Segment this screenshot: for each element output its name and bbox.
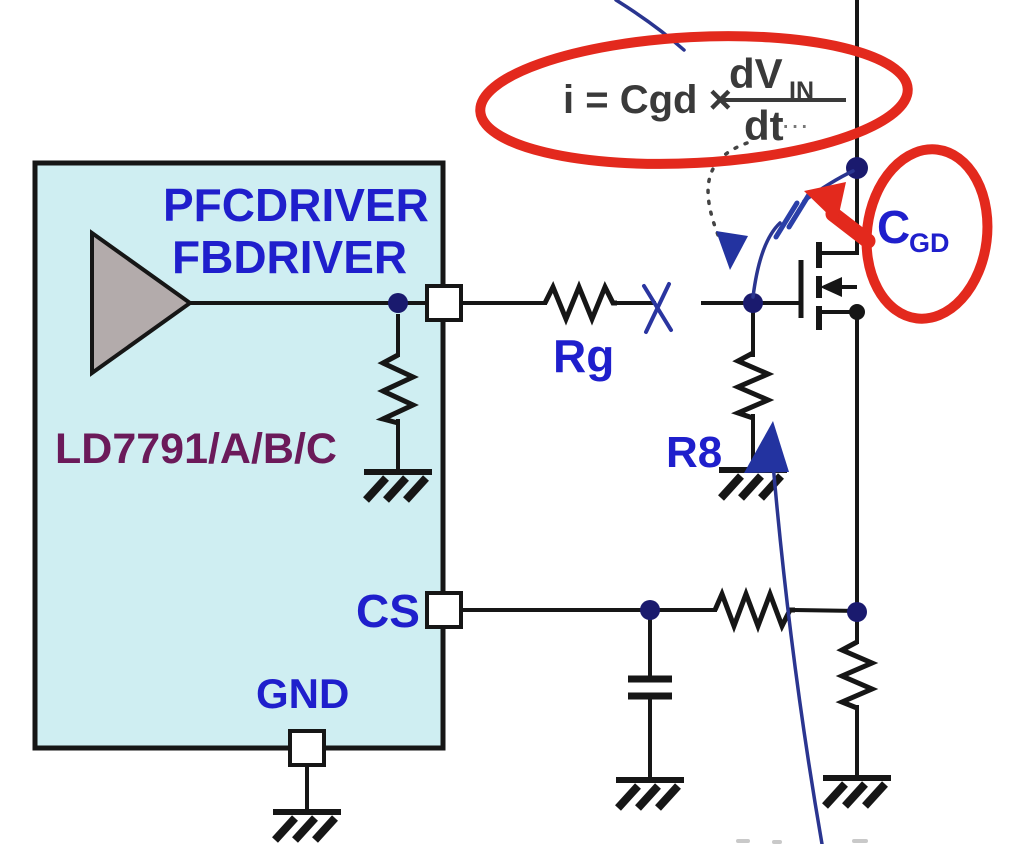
- ic-part-number: LD7791/A/B/C: [55, 425, 337, 473]
- red-arrowhead-icon: [804, 182, 846, 223]
- resistor-r8: [731, 350, 775, 421]
- mosfet-body-arrow: [820, 277, 842, 297]
- formula-highlight-ellipse: [475, 31, 913, 169]
- trace-cut-x-mark: [642, 282, 673, 334]
- cs-filter-resistor: [712, 586, 795, 634]
- cropped-text-smudge: [736, 839, 868, 844]
- down-arrowhead-icon: [716, 231, 748, 270]
- r8-pointer-line: [770, 450, 824, 844]
- cgd-capacitor-plate: [773, 200, 800, 240]
- drain-node-dot: [846, 157, 868, 179]
- cgd-capacitor-plate: [786, 190, 813, 230]
- cs-pin-label: CS: [356, 585, 420, 637]
- formula: i = Cgd × dV IN dt ···: [563, 50, 846, 149]
- cs-filter-capacitor: [628, 675, 672, 700]
- pfcdriver-label: PFCDRIVER: [163, 179, 429, 231]
- ground-icon: [272, 809, 341, 843]
- cgd-arc: [751, 221, 782, 299]
- gate-resistor-rg: [542, 280, 617, 326]
- ground-icon: [615, 777, 684, 811]
- resistors: [375, 280, 879, 711]
- up-arrowhead-icon: [744, 421, 789, 473]
- formula-denominator: dt: [744, 102, 784, 149]
- sense-node-dot: [847, 602, 867, 622]
- red-arrow-shaft: [825, 206, 876, 249]
- wires: [188, 0, 860, 811]
- red-annotations: [475, 31, 993, 324]
- blue-annotations: [614, 0, 855, 844]
- node-dot: [388, 293, 408, 313]
- top-pointer-line: [614, 0, 686, 52]
- gate-node-dot: [743, 293, 763, 313]
- cs-node-dot: [640, 600, 660, 620]
- ic-block: [32, 160, 446, 751]
- cs-filter-wire: [792, 607, 860, 614]
- ground-symbols: [272, 467, 891, 843]
- cgd-label: C: [877, 201, 910, 253]
- rg-label: Rg: [553, 330, 614, 382]
- dotted-current-path: [706, 141, 749, 242]
- r8-label: R8: [666, 428, 722, 477]
- cs-pin: [425, 591, 463, 629]
- mosfet: [798, 242, 857, 330]
- gnd-pin-label: GND: [256, 670, 349, 717]
- driver-output-pin: [425, 284, 463, 322]
- ground-icon: [363, 469, 432, 503]
- formula-numerator: dV: [729, 50, 783, 97]
- cgd-label-subscript: GD: [909, 228, 950, 258]
- source-body-dot: [849, 304, 865, 320]
- ground-icon: [822, 775, 891, 809]
- fbdriver-label: FBDRIVER: [172, 231, 407, 283]
- internal-pulldown-resistor: [375, 352, 419, 426]
- cgd-highlight-ellipse: [861, 144, 993, 324]
- formula-trailing-dots: ···: [781, 109, 809, 140]
- gnd-pin: [288, 729, 326, 767]
- formula-lhs: i = Cgd ×: [563, 78, 732, 122]
- driver-buffer-triangle: [90, 229, 194, 377]
- sense-resistor: [835, 639, 879, 711]
